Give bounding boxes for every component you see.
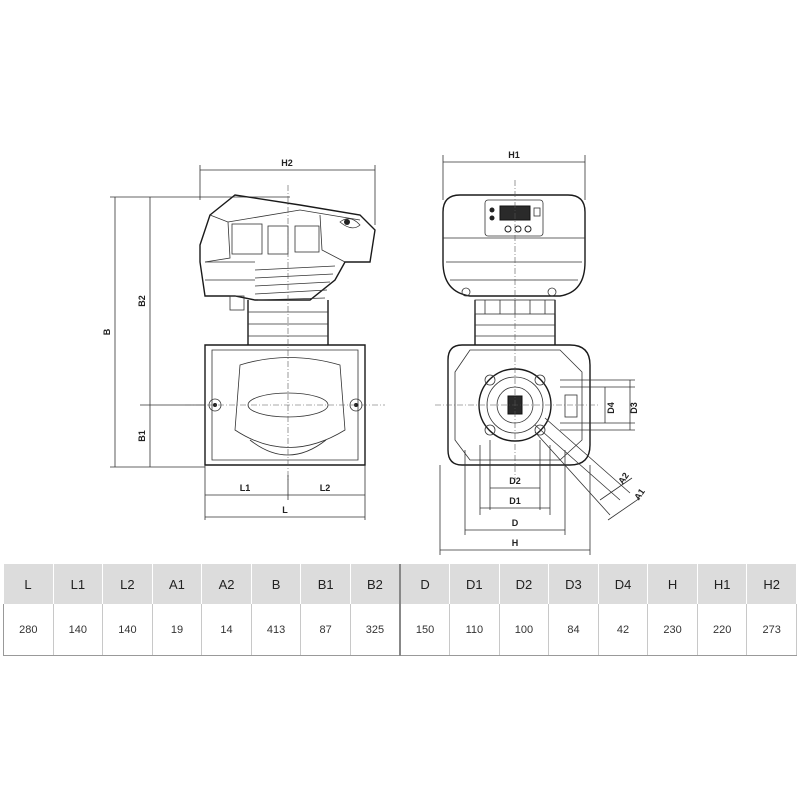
value-b: 413	[251, 604, 302, 656]
dim-label-a2: A2	[616, 471, 631, 486]
header-h: H	[647, 564, 698, 604]
value-h: 230	[647, 604, 698, 656]
value-d: 150	[399, 604, 451, 656]
table-header-row: L L1 L2 A1 A2 B B1 B2 D D1 D2 D3 D4 H H1…	[3, 564, 797, 604]
technical-drawing: H2 B B2 B1	[102, 150, 647, 555]
header-b2: B2	[350, 564, 401, 604]
header-a1: A1	[152, 564, 203, 604]
coupling-ribs	[254, 265, 336, 301]
header-h2: H2	[746, 564, 797, 604]
value-d4: 42	[598, 604, 649, 656]
header-l2: L2	[102, 564, 153, 604]
dim-label-d: D	[512, 518, 519, 528]
pump-front-view: H1	[435, 150, 647, 555]
dim-label-a1: A1	[632, 487, 647, 502]
dim-label-b: B	[102, 328, 112, 335]
header-d3: D3	[548, 564, 599, 604]
value-l2: 140	[102, 604, 153, 656]
dim-label-h1: H1	[508, 150, 520, 160]
dimensions-table: L L1 L2 A1 A2 B B1 B2 D D1 D2 D3 D4 H H1…	[3, 564, 797, 656]
header-l: L	[3, 564, 54, 604]
header-l1: L1	[53, 564, 104, 604]
dim-label-d2: D2	[509, 476, 521, 486]
dim-label-l2: L2	[320, 483, 331, 493]
value-b2: 325	[350, 604, 401, 656]
dim-label-d1: D1	[509, 496, 521, 506]
dim-label-d3: D3	[629, 402, 639, 414]
header-d2: D2	[499, 564, 550, 604]
value-l1: 140	[53, 604, 104, 656]
value-d2: 100	[499, 604, 550, 656]
value-h2: 273	[746, 604, 797, 656]
header-h1: H1	[697, 564, 748, 604]
dim-label-b1: B1	[137, 430, 147, 442]
value-a2: 14	[201, 604, 252, 656]
dim-label-b2: B2	[137, 295, 147, 307]
table-row: 280 140 140 19 14 413 87 325 150 110 100…	[3, 604, 797, 656]
dim-label-h: H	[512, 538, 519, 548]
header-d: D	[399, 564, 451, 604]
value-d1: 110	[449, 604, 500, 656]
header-b: B	[251, 564, 302, 604]
pump-side-view: H2 B B2 B1	[102, 158, 385, 520]
value-d3: 84	[548, 604, 599, 656]
value-l: 280	[3, 604, 54, 656]
header-a2: A2	[201, 564, 252, 604]
dim-label-l1: L1	[240, 483, 251, 493]
dim-label-d4: D4	[606, 402, 616, 414]
dim-label-l: L	[282, 505, 288, 515]
header-b1: B1	[300, 564, 351, 604]
dim-label-h2: H2	[281, 158, 293, 168]
header-d4: D4	[598, 564, 649, 604]
value-h1: 220	[697, 604, 748, 656]
value-b1: 87	[300, 604, 351, 656]
header-d1: D1	[449, 564, 500, 604]
value-a1: 19	[152, 604, 203, 656]
